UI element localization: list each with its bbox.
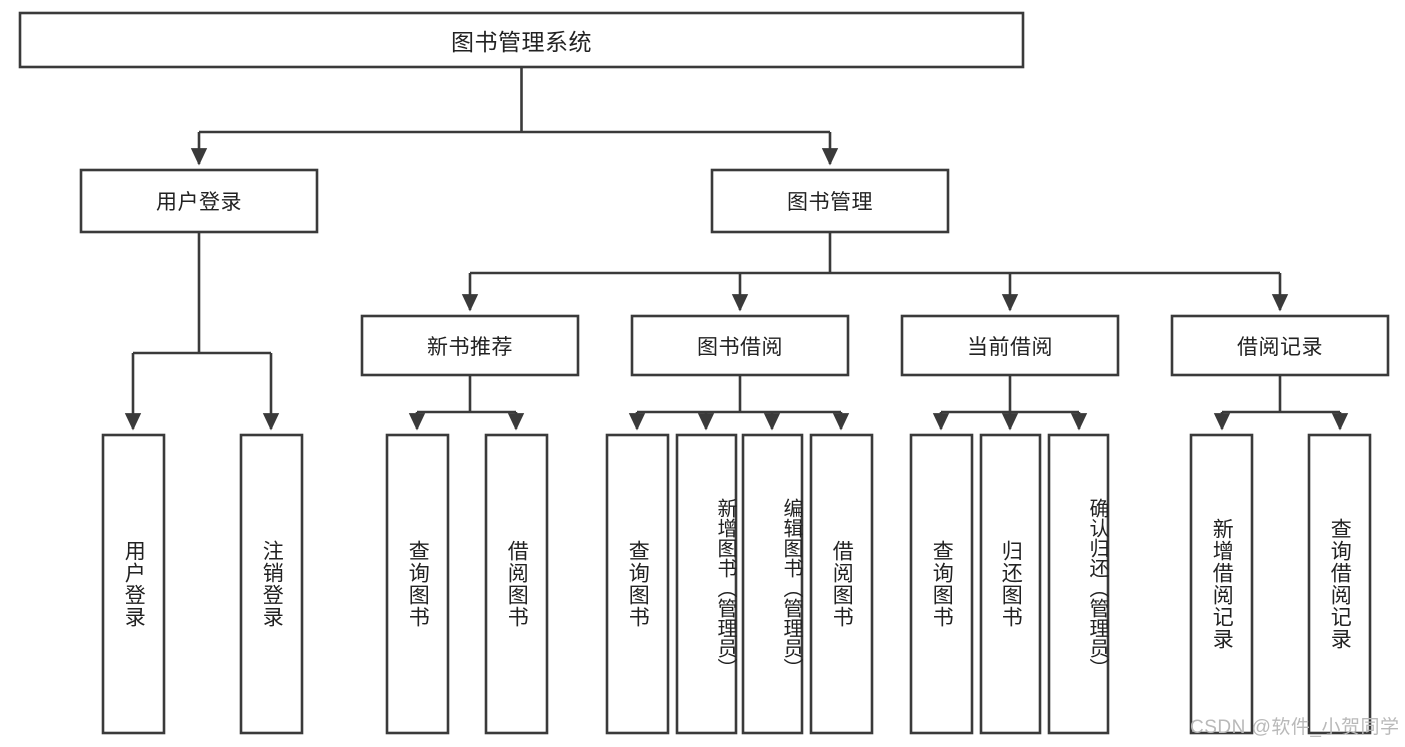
connector-bookborrow-to-leaves bbox=[628, 375, 850, 431]
node-box-leaf-br-query bbox=[1307, 433, 1372, 735]
node-box-leaf-cb-confirm bbox=[1047, 433, 1110, 735]
connector-bookmgmt-to-level3 bbox=[461, 232, 1289, 312]
node-box-leaf-br-add bbox=[1189, 433, 1254, 735]
node-box-leaf-bb-edit bbox=[741, 433, 804, 735]
node-box-leaf-bb-add bbox=[675, 433, 738, 735]
node-box-current-borrow bbox=[900, 314, 1120, 377]
node-box-leaf-cb-query bbox=[909, 433, 974, 735]
node-box-leaf-nb-borrow bbox=[484, 433, 549, 735]
node-box-book-management bbox=[710, 168, 950, 234]
csdn-watermark: CSDN @软件_小贺同学 bbox=[1190, 717, 1400, 738]
connector-newbook-to-leaves bbox=[408, 375, 525, 431]
node-box-user-login bbox=[79, 168, 319, 234]
node-box-leaf-logout bbox=[239, 433, 304, 735]
node-box-leaf-bb-query bbox=[605, 433, 670, 735]
node-box-leaf-user-login bbox=[101, 433, 166, 735]
node-box-leaf-bb-borrow bbox=[809, 433, 874, 735]
node-box-borrow-record bbox=[1170, 314, 1390, 377]
node-box-leaf-cb-return bbox=[979, 433, 1042, 735]
connector-borrowrecord-to-leaves bbox=[1213, 375, 1349, 431]
connector-userlogin-to-leaves bbox=[124, 232, 280, 431]
node-box-root bbox=[18, 11, 1025, 69]
connector-root-to-level2 bbox=[190, 67, 839, 166]
connector-currentborrow-to-leaves bbox=[932, 375, 1088, 431]
node-box-leaf-nb-query bbox=[385, 433, 450, 735]
node-box-book-borrow bbox=[630, 314, 850, 377]
node-box-new-book bbox=[360, 314, 580, 377]
